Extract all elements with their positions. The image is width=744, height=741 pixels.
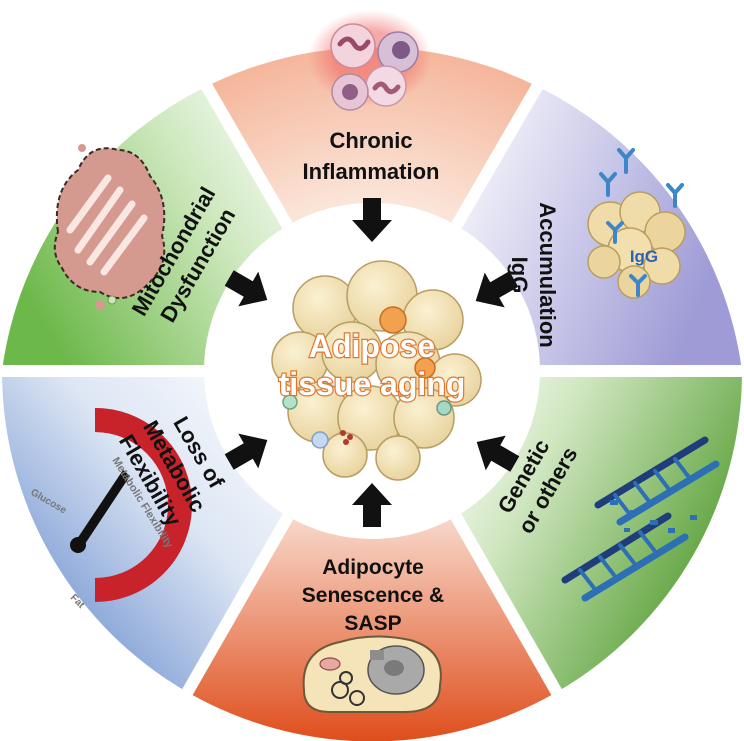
inflammatory-cells-icon bbox=[308, 10, 432, 111]
label-igg-line2: Accumulation bbox=[535, 202, 560, 347]
center-title-line2: tissue aging bbox=[279, 366, 466, 402]
senescent-cell-icon bbox=[302, 635, 442, 713]
segment-loss-of-metabolic-flexibility bbox=[1, 371, 289, 693]
label-senescence-line3: SASP bbox=[344, 612, 401, 635]
label-senescence-line1: Adipocyte bbox=[322, 556, 424, 579]
adipose-tissue-icon bbox=[271, 260, 482, 481]
metabolic-gauge-icon bbox=[70, 407, 192, 602]
center-title-line1: Adipose bbox=[309, 328, 435, 364]
igg-icon-label: IgG bbox=[630, 247, 658, 266]
label-senescence-line2: Senescence & bbox=[302, 584, 444, 607]
mitochondrion-icon bbox=[53, 144, 166, 310]
label-chronic-line2: Inflammation bbox=[303, 159, 440, 184]
segment-adipocyte-senescence bbox=[188, 516, 556, 741]
segment-chronic-inflammation bbox=[207, 47, 537, 226]
segment-genetic-or-others bbox=[456, 371, 743, 693]
segment-dividers bbox=[0, 76, 744, 701]
arrow-bottom bbox=[352, 483, 392, 527]
dna-ladder-icon bbox=[561, 436, 720, 602]
arrow-top bbox=[352, 198, 392, 242]
igg-cluster-icon bbox=[587, 148, 686, 299]
label-chronic-line1: Chronic bbox=[329, 128, 412, 153]
